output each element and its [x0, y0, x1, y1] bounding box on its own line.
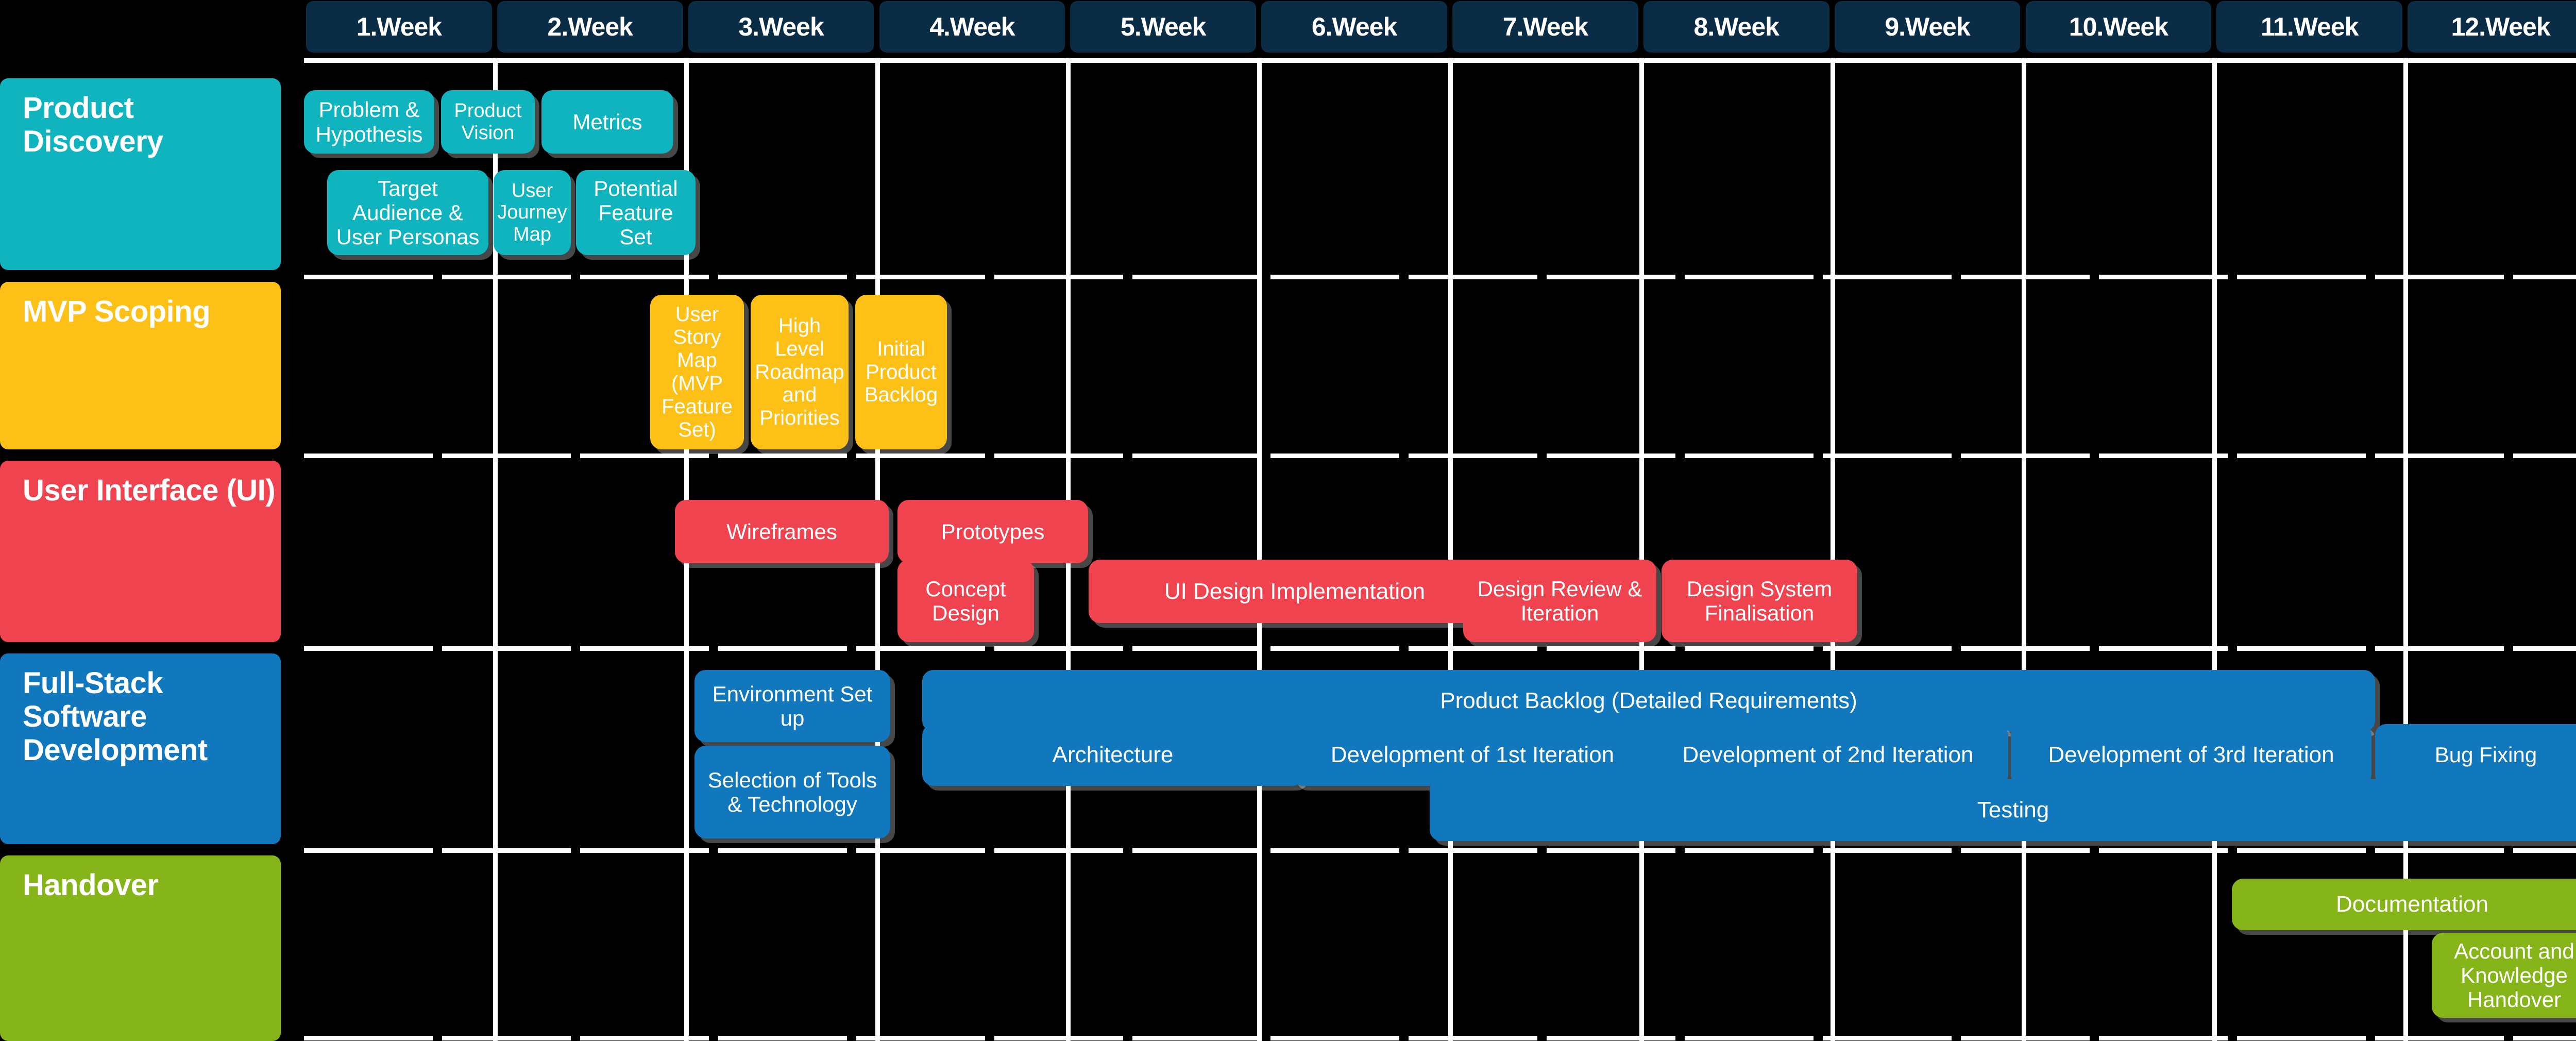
- week-header-cell-12[interactable]: 12.Week: [2408, 1, 2576, 53]
- task-bar-initial-product-backlog[interactable]: Initial Product Backlog: [855, 295, 947, 449]
- task-bar-label: Environment Set up: [712, 681, 873, 730]
- gridline-week-12: [2403, 58, 2409, 1041]
- task-bar-label: Development of 3rd Iteration: [2048, 742, 2334, 768]
- task-bar-account-and-knowledge-handover[interactable]: Account and Knowledge Handover: [2432, 933, 2576, 1018]
- task-bar-prototypes[interactable]: Prototypes: [897, 500, 1088, 563]
- task-bar-label: Design Review & Iteration: [1477, 576, 1642, 625]
- gridline-week-10: [2021, 58, 2026, 1041]
- task-bar-user-journey-map[interactable]: User Journey Map: [494, 170, 571, 255]
- sidebar-item-handover[interactable]: Handover: [0, 855, 281, 1041]
- task-bar-label: Development of 2nd Iteration: [1682, 742, 1974, 768]
- task-bar-development-of-2nd-iteration[interactable]: Development of 2nd Iteration: [1648, 724, 2008, 786]
- task-bar-documentation[interactable]: Documentation: [2232, 879, 2576, 930]
- task-bar-label: Product Vision: [454, 99, 522, 144]
- task-bar-potential-feature-set[interactable]: Potential Feature Set: [576, 170, 696, 255]
- task-bar-label: Development of 1st Iteration: [1330, 742, 1615, 768]
- task-bar-label: Design System Finalisation: [1686, 576, 1833, 625]
- header-separator: [304, 58, 2576, 63]
- task-bar-design-system-finalisation[interactable]: Design System Finalisation: [1662, 560, 1857, 642]
- task-bar-target-audience-user-personas[interactable]: Target Audience & User Personas: [327, 170, 488, 255]
- row-separator-2: [304, 454, 2576, 458]
- task-bar-label: Selection of Tools & Technology: [707, 767, 877, 816]
- week-header-cell-4[interactable]: 4.Week: [879, 1, 1065, 53]
- task-bar-label: Wireframes: [726, 519, 837, 544]
- row-separator-3: [304, 646, 2576, 651]
- task-bar-user-story-map-mvp-feature-set[interactable]: User Story Map (MVP Feature Set): [650, 295, 744, 449]
- task-bar-label: Initial Product Backlog: [864, 337, 938, 407]
- gridline-week-2: [493, 58, 498, 1041]
- task-bar-ui-design-implementation[interactable]: UI Design Implementation: [1089, 560, 1501, 623]
- week-header-cell-5[interactable]: 5.Week: [1070, 1, 1257, 53]
- sidebar-item-label: Full-Stack Software Development: [23, 666, 208, 767]
- task-bar-architecture[interactable]: Architecture: [922, 724, 1303, 786]
- task-bar-label: Problem & Hypothesis: [315, 97, 423, 146]
- task-bar-bug-fixing[interactable]: Bug Fixing: [2375, 724, 2576, 786]
- task-bar-label: Documentation: [2336, 892, 2488, 917]
- task-bar-metrics[interactable]: Metrics: [541, 90, 673, 154]
- sidebar-item-product-discovery[interactable]: Product Discovery: [0, 78, 281, 270]
- task-bar-development-of-3rd-iteration[interactable]: Development of 3rd Iteration: [2011, 724, 2371, 786]
- task-bar-label: Architecture: [1052, 742, 1174, 768]
- task-bar-label: User Story Map (MVP Feature Set): [662, 303, 733, 441]
- task-bar-label: Account and Knowledge Handover: [2454, 938, 2574, 1012]
- task-bar-environment-set-up[interactable]: Environment Set up: [694, 670, 890, 742]
- week-header-cell-3[interactable]: 3.Week: [688, 1, 874, 53]
- week-header-cell-7[interactable]: 7.Week: [1452, 1, 1638, 53]
- week-header-cell-10[interactable]: 10.Week: [2025, 1, 2212, 53]
- sidebar-item-mvp-scoping[interactable]: MVP Scoping: [0, 282, 281, 449]
- task-bar-product-backlog-detailed-requirements[interactable]: Product Backlog (Detailed Requirements): [922, 670, 2375, 732]
- task-bar-wireframes[interactable]: Wireframes: [675, 500, 889, 563]
- week-header-cell-6[interactable]: 6.Week: [1261, 1, 1447, 53]
- task-bar-label: Testing: [1977, 797, 2049, 823]
- task-bar-label: User Journey Map: [497, 179, 567, 245]
- row-separator-1: [304, 275, 2576, 279]
- sidebar-item-label: Product Discovery: [23, 91, 163, 158]
- task-bar-label: Concept Design: [925, 576, 1006, 625]
- gridline-week-9: [1830, 58, 1835, 1041]
- task-bar-label: Target Audience & User Personas: [336, 176, 480, 249]
- sidebar-item-full-stack-software-development[interactable]: Full-Stack Software Development: [0, 653, 281, 844]
- sidebar-item-label: MVP Scoping: [23, 295, 211, 328]
- task-bar-high-level-roadmap-and-priorities[interactable]: High Level Roadmap and Priorities: [751, 295, 849, 449]
- task-bar-selection-of-tools-technology[interactable]: Selection of Tools & Technology: [694, 746, 890, 838]
- bottom-separator: [304, 1036, 2576, 1040]
- task-bar-label: Potential Feature Set: [594, 176, 678, 249]
- gridline-week-7: [1448, 58, 1453, 1041]
- task-bar-label: High Level Roadmap and Priorities: [755, 314, 844, 430]
- task-bar-problem-hypothesis[interactable]: Problem & Hypothesis: [304, 90, 434, 154]
- task-bar-testing[interactable]: Testing: [1430, 779, 2576, 841]
- sidebar-item-label: User Interface (UI): [23, 474, 276, 507]
- task-bar-label: UI Design Implementation: [1164, 578, 1426, 604]
- gridline-week-6: [1257, 58, 1262, 1041]
- gridline-week-11: [2212, 58, 2217, 1041]
- week-header-cell-2[interactable]: 2.Week: [497, 1, 683, 53]
- task-bar-label: Prototypes: [941, 519, 1045, 544]
- task-bar-label: Bug Fixing: [2434, 743, 2537, 767]
- sidebar-item-label: Handover: [23, 868, 159, 902]
- gridline-week-8: [1639, 58, 1644, 1041]
- task-bar-product-vision[interactable]: Product Vision: [441, 90, 535, 154]
- task-bar-label: Metrics: [572, 109, 642, 134]
- week-header-cell-11[interactable]: 11.Week: [2216, 1, 2403, 53]
- week-header-cell-9[interactable]: 9.Week: [1834, 1, 2021, 53]
- task-bar-design-review-iteration[interactable]: Design Review & Iteration: [1463, 560, 1656, 642]
- task-bar-concept-design[interactable]: Concept Design: [897, 560, 1034, 642]
- week-header-cell-8[interactable]: 8.Week: [1643, 1, 1829, 53]
- task-bar-development-of-1st-iteration[interactable]: Development of 1st Iteration: [1292, 724, 1653, 786]
- week-header-cell-1[interactable]: 1.Week: [306, 1, 492, 53]
- task-bar-label: Product Backlog (Detailed Requirements): [1440, 688, 1857, 714]
- row-separator-4: [304, 848, 2576, 853]
- sidebar-item-user-interface-ui[interactable]: User Interface (UI): [0, 461, 281, 642]
